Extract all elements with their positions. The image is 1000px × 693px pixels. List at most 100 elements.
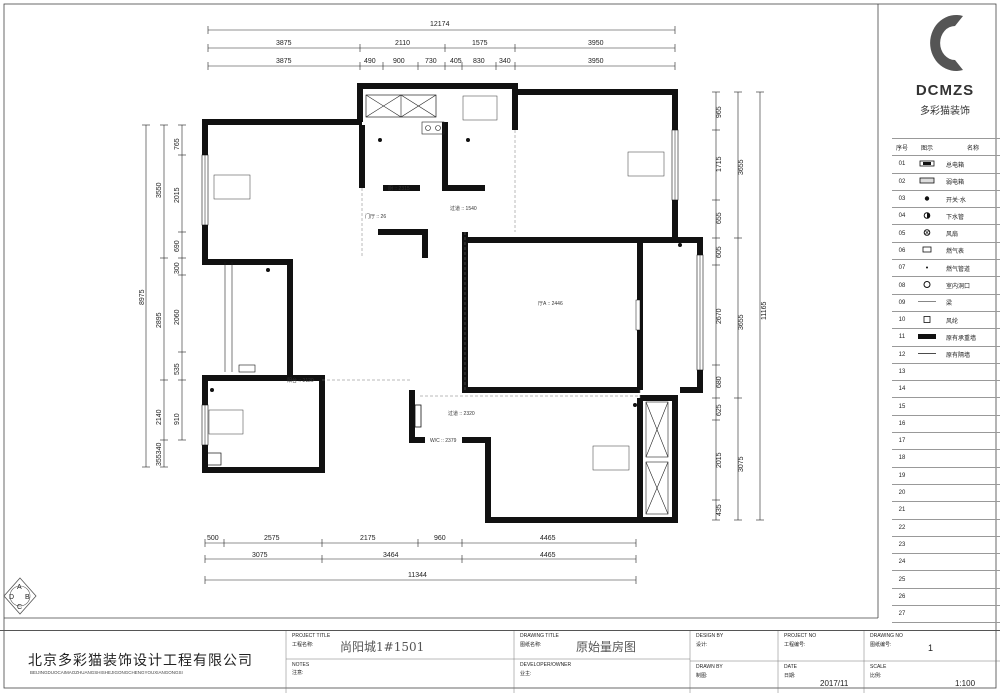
svg-text:B: B xyxy=(25,594,30,601)
legend-item-number: 07 xyxy=(898,265,906,272)
label-corridor2: 过道 :: 2320 xyxy=(448,410,475,417)
dashed-openings xyxy=(322,130,641,398)
svg-text:C: C xyxy=(17,604,22,611)
dim-bot-r2-1: 3464 xyxy=(383,552,399,559)
legend-item-name: 风纶 xyxy=(946,317,959,325)
legend-item-name: 风扇 xyxy=(946,231,959,239)
legend-item: 25 xyxy=(892,571,1000,589)
dim-left-in-5: 535 xyxy=(174,363,181,375)
dim-right-in-5: 680 xyxy=(716,376,723,388)
drawing-date: 2017/11 xyxy=(820,679,849,688)
dim-left-in-1: 2015 xyxy=(174,187,181,203)
legend-item-number: 24 xyxy=(898,559,906,566)
legend-item-number: 05 xyxy=(898,230,906,237)
legend-item-number: 21 xyxy=(898,507,906,514)
legend-item-name: 总电箱 xyxy=(946,161,965,169)
walls xyxy=(202,83,703,523)
dim-bot-r1-3: 960 xyxy=(434,535,446,542)
legend-item: 12 原有隔墙 xyxy=(892,347,1000,364)
legend-item-number: 18 xyxy=(898,455,906,462)
legend-item: 16 xyxy=(892,416,1000,434)
dim-bot-r1-1: 2575 xyxy=(264,535,280,542)
legend-item-number: 10 xyxy=(898,317,906,324)
svg-text:D: D xyxy=(9,594,14,601)
legend-item-name: 室内洞口 xyxy=(946,283,971,291)
dim-left-in-4: 2060 xyxy=(174,309,181,325)
legend-item-number: 13 xyxy=(898,369,906,375)
legend-symbol-icon xyxy=(912,194,942,205)
legend-item: 23 xyxy=(892,537,1000,555)
dim-bot-r1-4: 4465 xyxy=(540,535,556,542)
logo-text-cn: 多彩猫装饰 xyxy=(920,106,970,117)
legend-item-name: 原有隔墙 xyxy=(946,352,971,360)
logo-text-en: DCMZS xyxy=(915,82,975,99)
dim-right-in-4: 2670 xyxy=(716,308,723,324)
dim-right-in-6: 625 xyxy=(716,404,723,416)
balcony-cabinets xyxy=(645,401,669,515)
legend-item-number: 26 xyxy=(898,593,906,600)
company-logo: DCMZS 多彩猫装饰 xyxy=(905,8,985,130)
dim-left-in-3: 300 xyxy=(174,262,181,274)
legend-header: 序号 图示 名称 xyxy=(892,138,1000,157)
right-dimensions: 11165 3655 3655 3075 965 1715 655 605 26… xyxy=(712,91,768,521)
legend-item-name: 弱电箱 xyxy=(946,179,965,187)
legend-symbol-icon xyxy=(912,176,942,187)
dim-left-mid-0: 3550 xyxy=(156,182,163,198)
legend-item-name: 梁 xyxy=(946,300,953,308)
dim-top-r2-3: 730 xyxy=(425,58,437,65)
legend-item: 13 xyxy=(892,364,1000,382)
project-name: 尚阳城1#1501 xyxy=(340,640,425,654)
room-info-boxes xyxy=(208,95,665,471)
dim-top-r2-7: 3950 xyxy=(588,58,604,65)
dim-right-in-0: 965 xyxy=(716,106,723,118)
legend-item: 10 风纶 xyxy=(892,312,1000,330)
legend-item-number: 11 xyxy=(898,334,906,341)
legend-item-name: 下水管 xyxy=(946,213,965,221)
legend-symbol-icon xyxy=(912,297,942,308)
legend-item: 20 xyxy=(892,485,1000,503)
fixtures xyxy=(206,138,682,466)
drawing-number: 1 xyxy=(928,643,934,653)
legend-symbol-icon xyxy=(912,315,942,326)
dim-right-in-8: 435 xyxy=(716,504,723,516)
dim-left-mid-2: 2140 xyxy=(156,409,163,425)
label-living: 厅A :: 2446 xyxy=(538,301,563,307)
left-dimensions: 8975 3550 2895 2140 355340 765 2015 690 … xyxy=(139,124,186,468)
legend-item: 26 xyxy=(892,589,1000,607)
legend-item-number: 23 xyxy=(898,541,906,548)
legend-item-number: 12 xyxy=(898,351,906,358)
legend-item: 21 xyxy=(892,502,1000,520)
label-hall: 门厅 :: 26 xyxy=(365,213,386,220)
dim-bot-r1-2: 2175 xyxy=(360,535,376,542)
dim-left-in-2: 690 xyxy=(174,240,181,252)
dim-bot-total: 11344 xyxy=(408,572,427,579)
dim-top-r2-2: 900 xyxy=(393,58,405,65)
bottom-dimensions: 500 2575 2175 960 4465 3075 3464 4465 11… xyxy=(204,535,637,584)
dim-top-r2-4: 405 xyxy=(450,58,462,65)
legend-item-number: 15 xyxy=(898,403,906,410)
legend-item-number: 20 xyxy=(898,490,906,497)
legend-item-number: 16 xyxy=(898,420,906,427)
legend-item-number: 02 xyxy=(898,178,906,185)
dim-top-r1-3: 3950 xyxy=(588,40,604,47)
drawing-frame xyxy=(3,3,997,689)
legend-symbol-icon xyxy=(912,280,942,291)
dim-top-r1-1: 2110 xyxy=(395,40,410,47)
legend-item-number: 03 xyxy=(898,196,906,203)
dim-bot-r2-2: 4465 xyxy=(540,552,556,559)
legend-item: 18 xyxy=(892,450,1000,468)
dim-right-mid-0: 3655 xyxy=(738,159,745,175)
dim-left-outer: 8975 xyxy=(139,289,146,305)
legend-item: 02 弱电箱 xyxy=(892,174,1000,191)
legend-item: 27 xyxy=(892,606,1000,624)
legend-item: 22 xyxy=(892,520,1000,537)
dim-top-r2-0: 3875 xyxy=(276,58,292,65)
legend-item: 19 xyxy=(892,468,1000,485)
label-wc: W/C :: 2379 xyxy=(430,438,457,444)
